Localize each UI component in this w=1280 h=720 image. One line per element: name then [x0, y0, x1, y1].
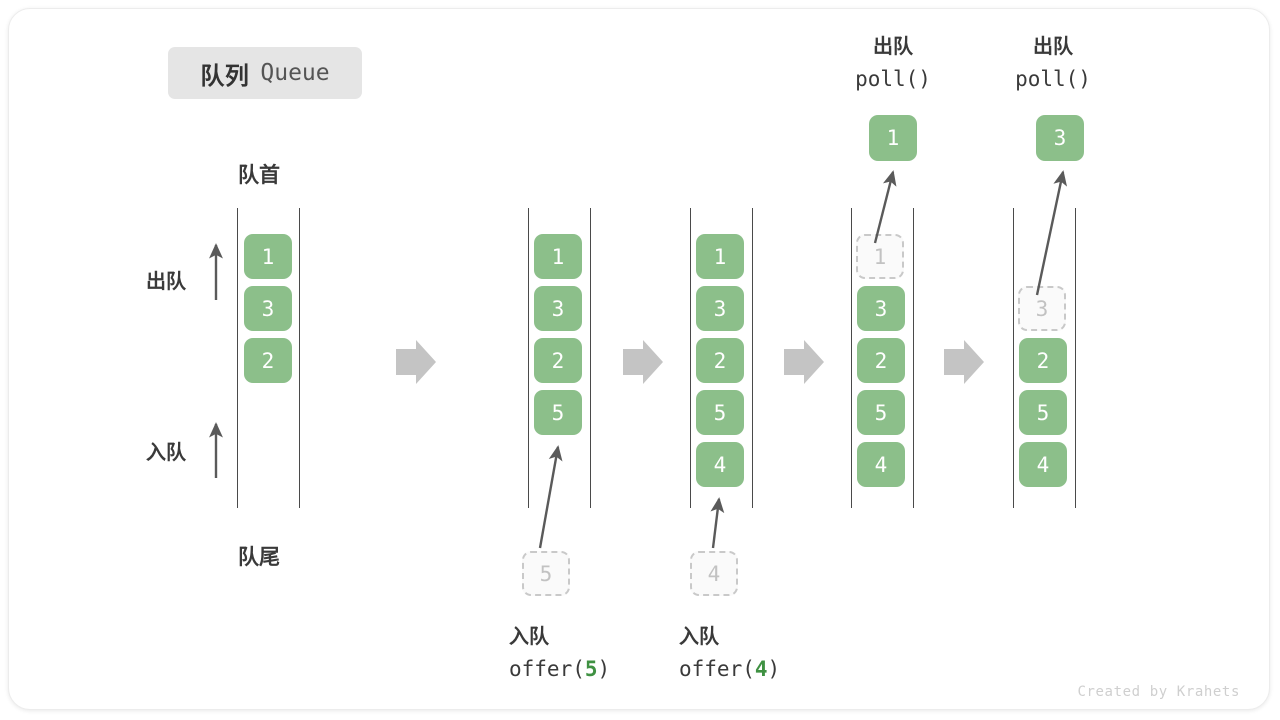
operation-name: 入队: [679, 626, 719, 648]
label-enqueue-direction: 入队: [146, 442, 186, 464]
queue-rail-right-col3: [752, 208, 753, 508]
queue-rail-left-col3: [690, 208, 691, 508]
operation-name: 出队: [1033, 36, 1073, 58]
label-dequeue-direction: 出队: [146, 271, 186, 293]
queue-cell: 2: [696, 338, 744, 383]
queue-cell: 4: [1019, 442, 1067, 487]
diagram-card: [8, 8, 1270, 710]
incoming-element: 5: [522, 551, 570, 596]
queue-rail-left-col4: [851, 208, 852, 508]
queue-cell: 4: [696, 442, 744, 487]
operation-signature: offer(5): [509, 657, 611, 681]
outgoing-element: 3: [1036, 115, 1084, 161]
queue-cell: 1: [244, 234, 292, 279]
queue-cell: 5: [857, 390, 905, 435]
queue-cell: 2: [857, 338, 905, 383]
watermark: Created by Krahets: [1077, 684, 1240, 700]
queue-cell: 5: [534, 390, 582, 435]
queue-cell: 1: [534, 234, 582, 279]
queue-rail-right-col4: [913, 208, 914, 508]
operation-name: 入队: [509, 626, 549, 648]
queue-rail-left-col1: [237, 208, 238, 508]
operation-signature: poll(): [855, 67, 931, 91]
label-front: 队首: [238, 164, 280, 187]
queue-rail-left-col2: [528, 208, 529, 508]
operation-signature: poll(): [1015, 67, 1091, 91]
queue-rail-right-col5: [1075, 208, 1076, 508]
operation-label-offer-5: 入队 offer(5): [509, 620, 610, 684]
queue-cell: 2: [244, 338, 292, 383]
incoming-element: 4: [690, 551, 738, 596]
removed-element-slot: 1: [856, 234, 904, 279]
removed-element-slot: 3: [1018, 286, 1066, 331]
queue-rail-left-col5: [1013, 208, 1014, 508]
operation-name: 出队: [873, 36, 913, 58]
operation-label-poll-1: 出队 poll(): [833, 30, 953, 94]
queue-cell: 5: [1019, 390, 1067, 435]
queue-rail-right-col1: [299, 208, 300, 508]
outgoing-element: 1: [869, 115, 917, 161]
queue-cell: 1: [696, 234, 744, 279]
queue-cell: 4: [857, 442, 905, 487]
queue-cell: 3: [857, 286, 905, 331]
title-english: Queue: [260, 60, 330, 86]
title-chinese: 队列: [200, 62, 250, 90]
operation-label-poll-2: 出队 poll(): [993, 30, 1113, 94]
queue-cell: 2: [534, 338, 582, 383]
queue-cell: 2: [1019, 338, 1067, 383]
operation-signature: offer(4): [679, 657, 781, 681]
queue-cell: 3: [534, 286, 582, 331]
queue-cell: 3: [244, 286, 292, 331]
label-rear: 队尾: [238, 546, 280, 569]
queue-rail-right-col2: [590, 208, 591, 508]
title-tag: 队列 Queue: [168, 47, 362, 99]
queue-cell: 3: [696, 286, 744, 331]
queue-cell: 5: [696, 390, 744, 435]
operation-label-offer-4: 入队 offer(4): [679, 620, 780, 684]
